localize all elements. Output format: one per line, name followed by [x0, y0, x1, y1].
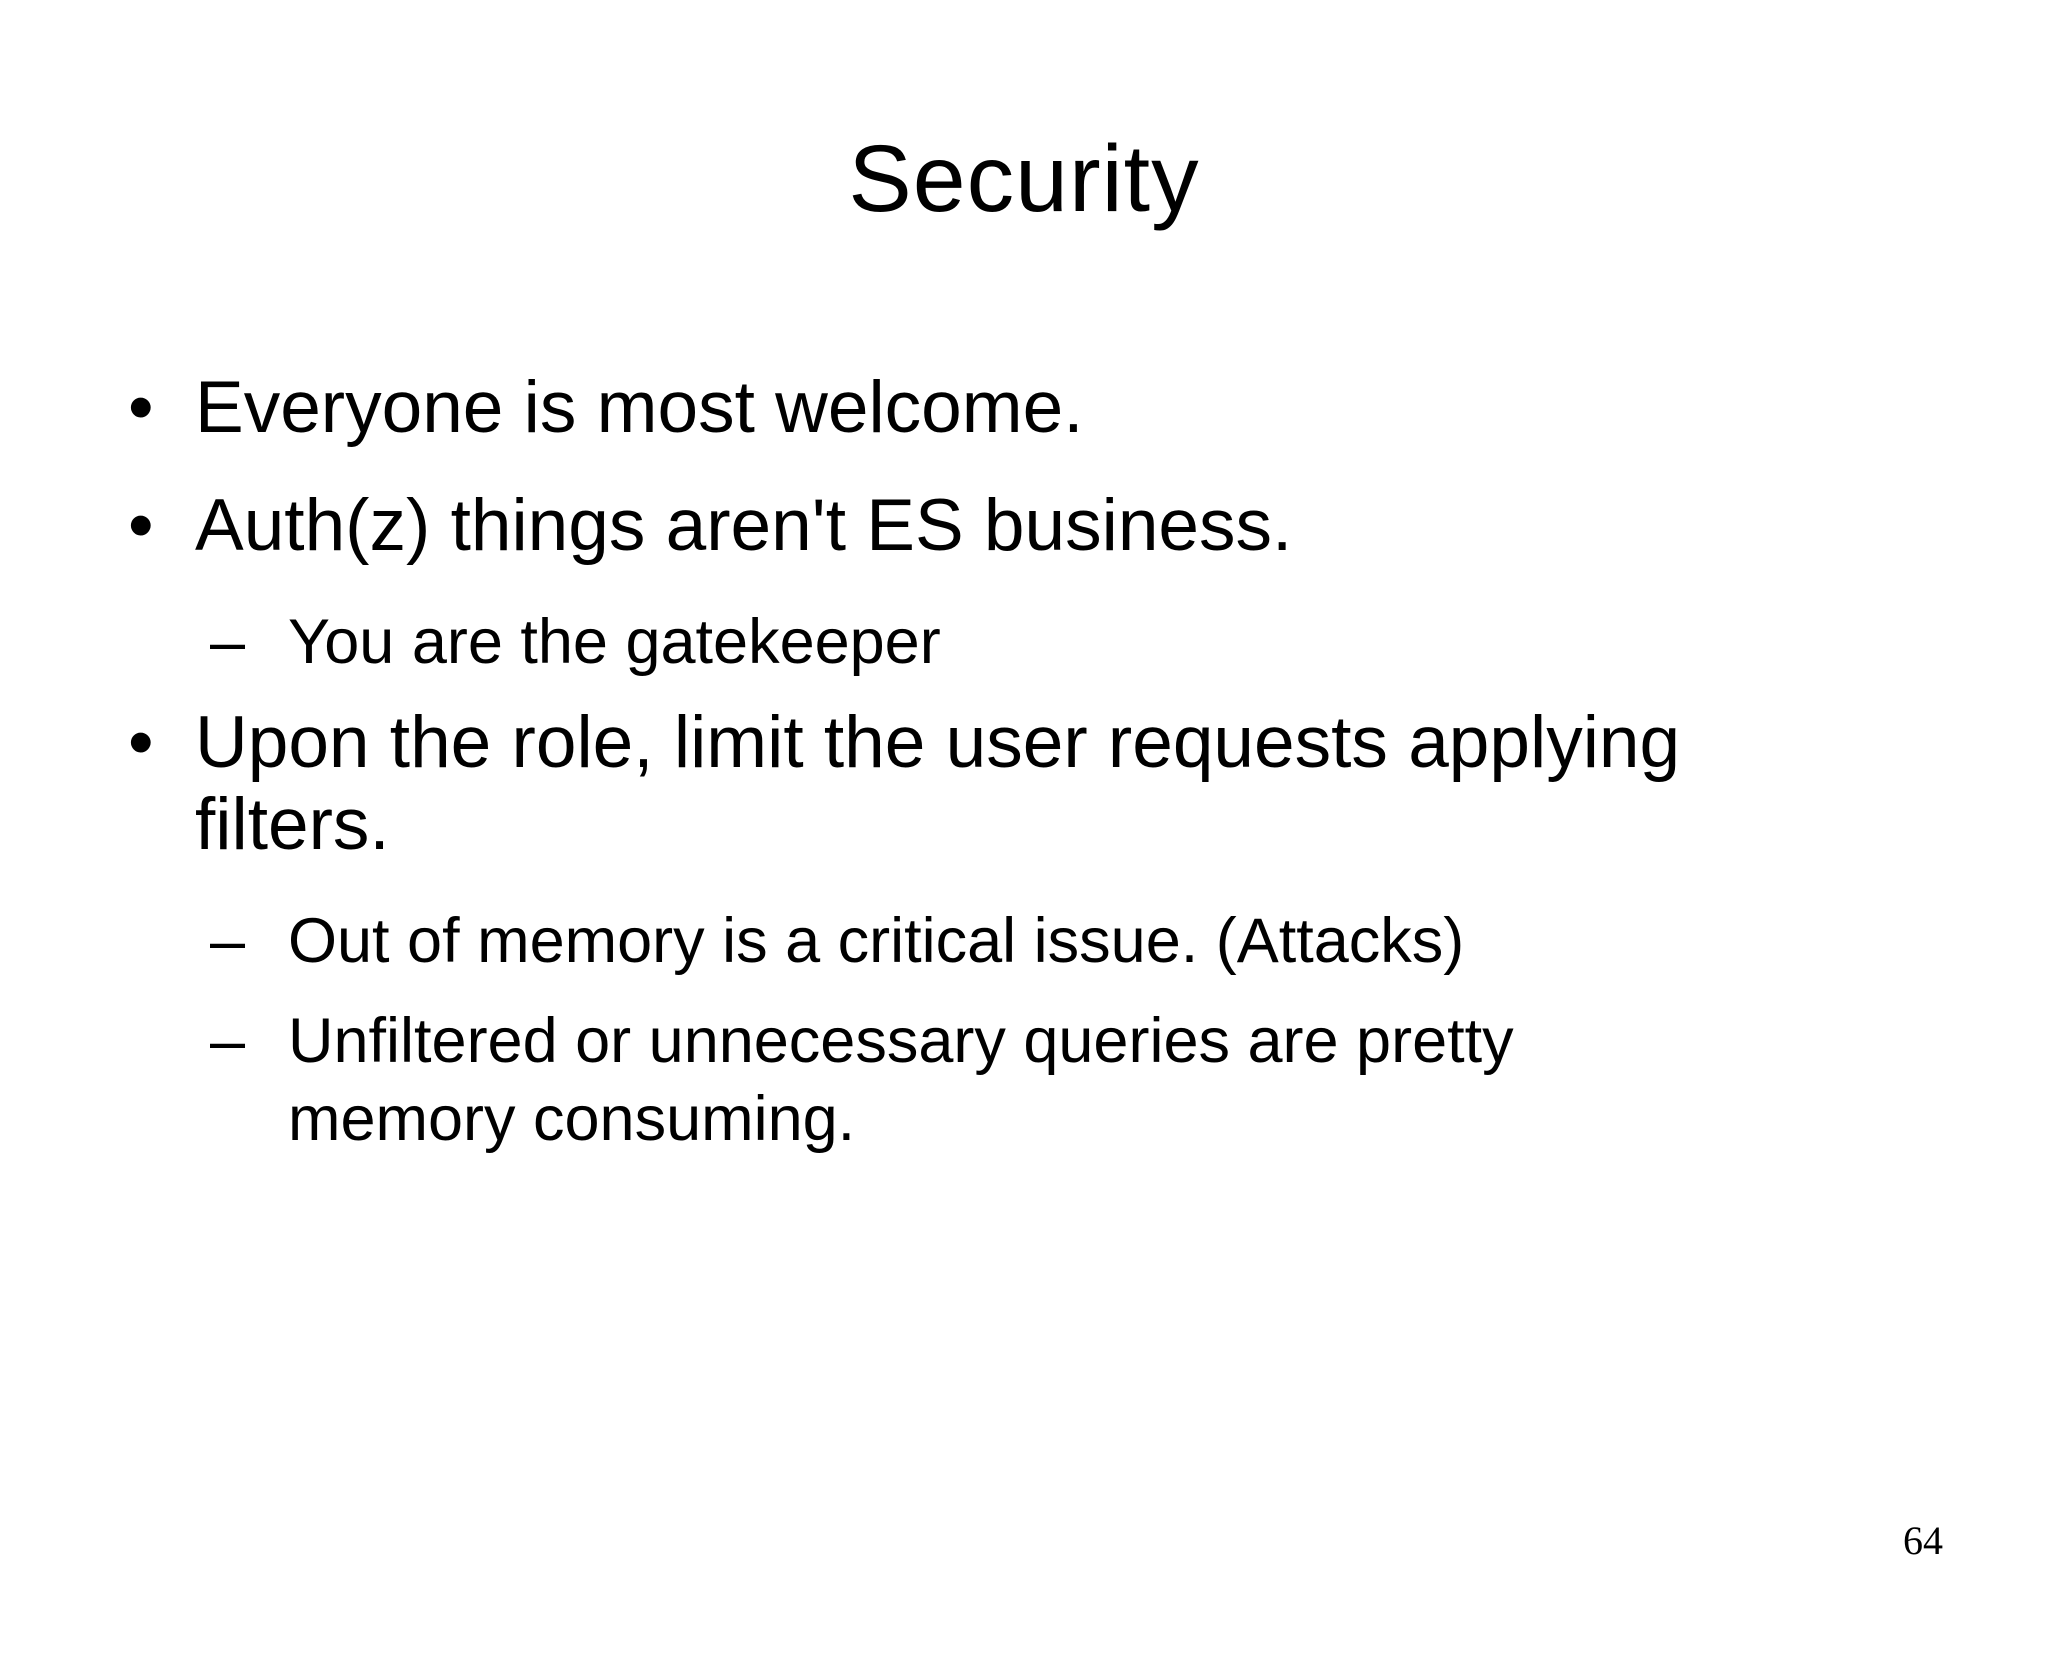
- bullet-item: • Auth(z) things aren't ES business.: [0, 485, 2048, 567]
- bullet-marker: •: [128, 367, 154, 448]
- bullet-text: Unfiltered or unnecessary queries are pr…: [288, 1005, 1514, 1155]
- sub-bullet-item: –Out of memory is a critical issue. (Att…: [0, 902, 2048, 981]
- bullet-item: • Everyone is most welcome.: [0, 367, 2048, 449]
- sub-bullet-item: –Unfiltered or unnecessary queries are p…: [0, 1002, 2048, 1160]
- slide-title: Security: [848, 126, 1200, 232]
- bullet-text: Upon the role, limit the user requests a…: [195, 702, 1681, 865]
- bullet-text: Auth(z) things aren't ES business.: [195, 484, 1293, 566]
- bullet-item: • Upon the role, limit the user requests …: [0, 702, 2048, 866]
- bullet-text: Everyone is most welcome.: [195, 367, 1084, 448]
- bullet-text: You are the gatekeeper: [288, 606, 941, 677]
- dash-marker: –: [210, 905, 246, 976]
- dash-marker: –: [210, 1005, 246, 1076]
- bullet-marker: •: [128, 484, 154, 566]
- bullet-marker: •: [128, 702, 154, 784]
- dash-marker: –: [210, 606, 246, 677]
- bullet-list: • Everyone is most welcome. • Auth(z) thing…: [0, 367, 2048, 1159]
- page-number: 64: [1903, 1518, 1943, 1563]
- sub-bullet-item: –You are the gatekeeper: [0, 603, 2048, 682]
- bullet-text: Out of memory is a critical issue. (Atta…: [288, 905, 1465, 976]
